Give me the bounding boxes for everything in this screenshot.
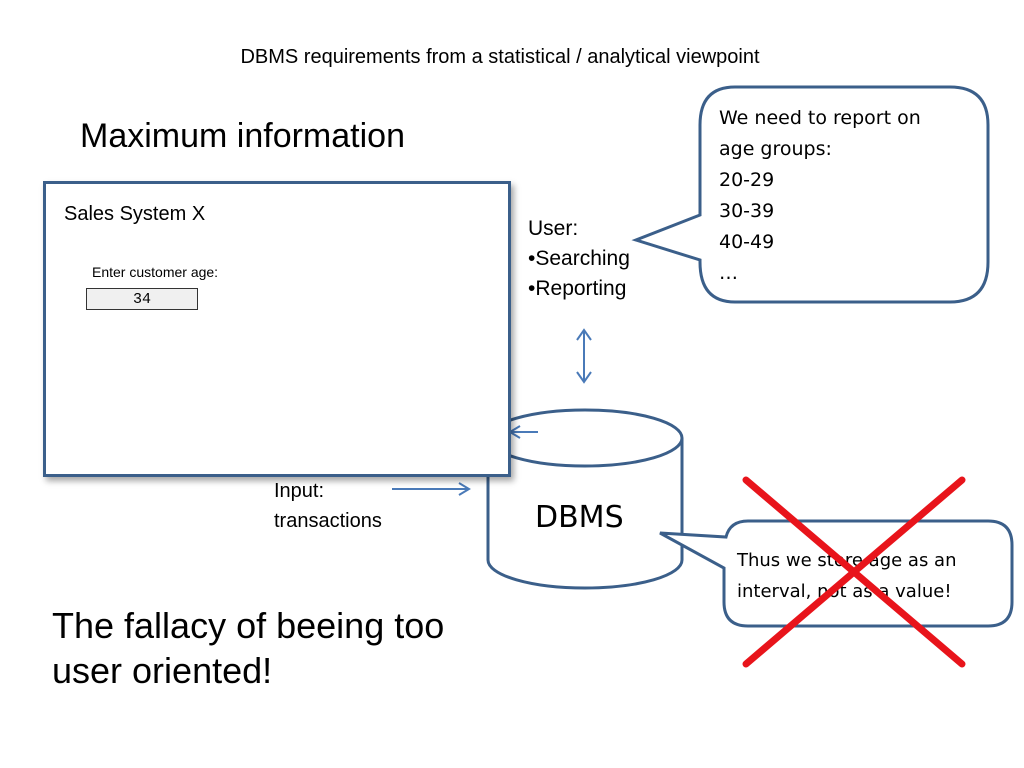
heading-maximum-information: Maximum information (80, 117, 405, 155)
user-label-block: User: •Searching •Reporting (528, 214, 630, 304)
dbms-label: DBMS (535, 500, 624, 535)
sales-system-window: Sales System X Enter customer age: 34 (43, 181, 511, 477)
double-arrow-user-dbms (576, 328, 592, 384)
report-bubble-text: We need to report on age groups: 20-29 3… (719, 103, 921, 289)
report-line: 40-49 (719, 231, 775, 253)
age-field-label: Enter customer age: (92, 264, 219, 280)
report-line: 30-39 (719, 200, 775, 222)
window-title: Sales System X (64, 203, 206, 225)
slide-title: DBMS requirements from a statistical / a… (240, 46, 760, 68)
report-line: We need to report on (719, 107, 921, 129)
report-line: age groups: (719, 138, 832, 160)
customer-age-input[interactable]: 34 (86, 288, 198, 310)
user-item-searching: •Searching (528, 247, 630, 270)
speech-bubble-report (631, 85, 990, 304)
speech-bubble-interval (659, 519, 1014, 628)
user-item-reporting: •Reporting (528, 277, 627, 300)
dbms-cylinder (486, 408, 684, 590)
input-label: Input: (274, 480, 325, 502)
user-label: User: (528, 217, 579, 240)
input-label-block: Input: transactions (274, 476, 382, 536)
interval-bubble-text: Thus we store age as an interval, not as… (737, 545, 957, 607)
input-arrow (392, 482, 471, 496)
report-line: … (719, 262, 738, 284)
report-line: 20-29 (719, 169, 775, 191)
interval-line: Thus we store age as an (737, 550, 957, 571)
interval-line: interval, not as a value! (737, 581, 952, 602)
input-sub-label: transactions (274, 510, 382, 532)
fallacy-line: user oriented! (52, 650, 273, 691)
fallacy-line: The fallacy of beeing too (52, 605, 445, 646)
fallacy-statement: The fallacy of beeing too user oriented! (52, 603, 444, 693)
